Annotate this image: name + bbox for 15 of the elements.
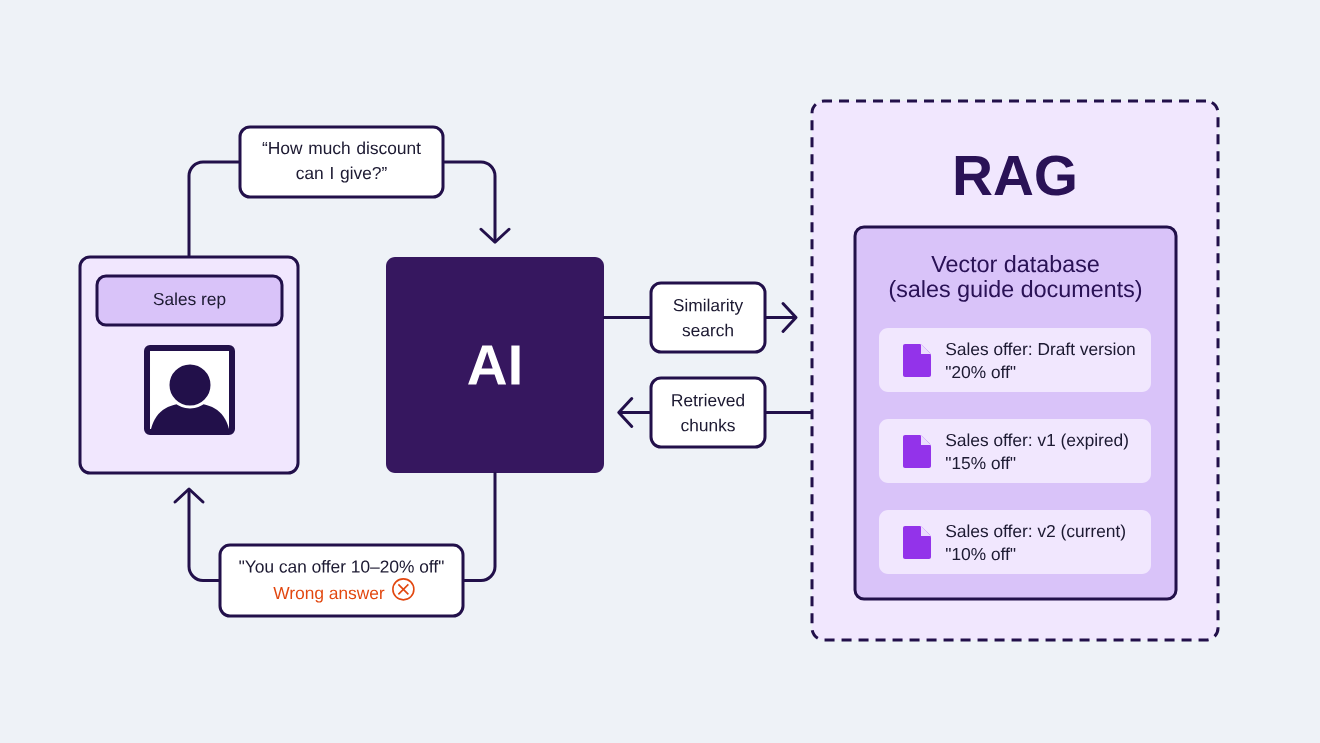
arrow [173,487,220,582]
document-card: Sales offer: v1 (expired) "15% off" [879,419,1151,483]
message-box: “How much discount can I give?” [238,125,445,199]
title-box: Sales rep [95,274,284,327]
connector-line [187,160,240,257]
document-card: Sales offer: Draft version "20% off" [879,328,1151,392]
message-box: "You can offer 10–20% off" Wrong answer [218,543,465,618]
connector-line [602,316,651,319]
arrow [443,160,511,244]
document-card: Sales offer: v2 (current) "10% off" [879,510,1151,574]
process-box: AI [386,257,604,473]
connector-line [463,471,497,582]
connector-line [765,411,812,414]
step-box: Retrieved chunks [649,376,767,449]
step-box: Similarity search [649,281,767,354]
